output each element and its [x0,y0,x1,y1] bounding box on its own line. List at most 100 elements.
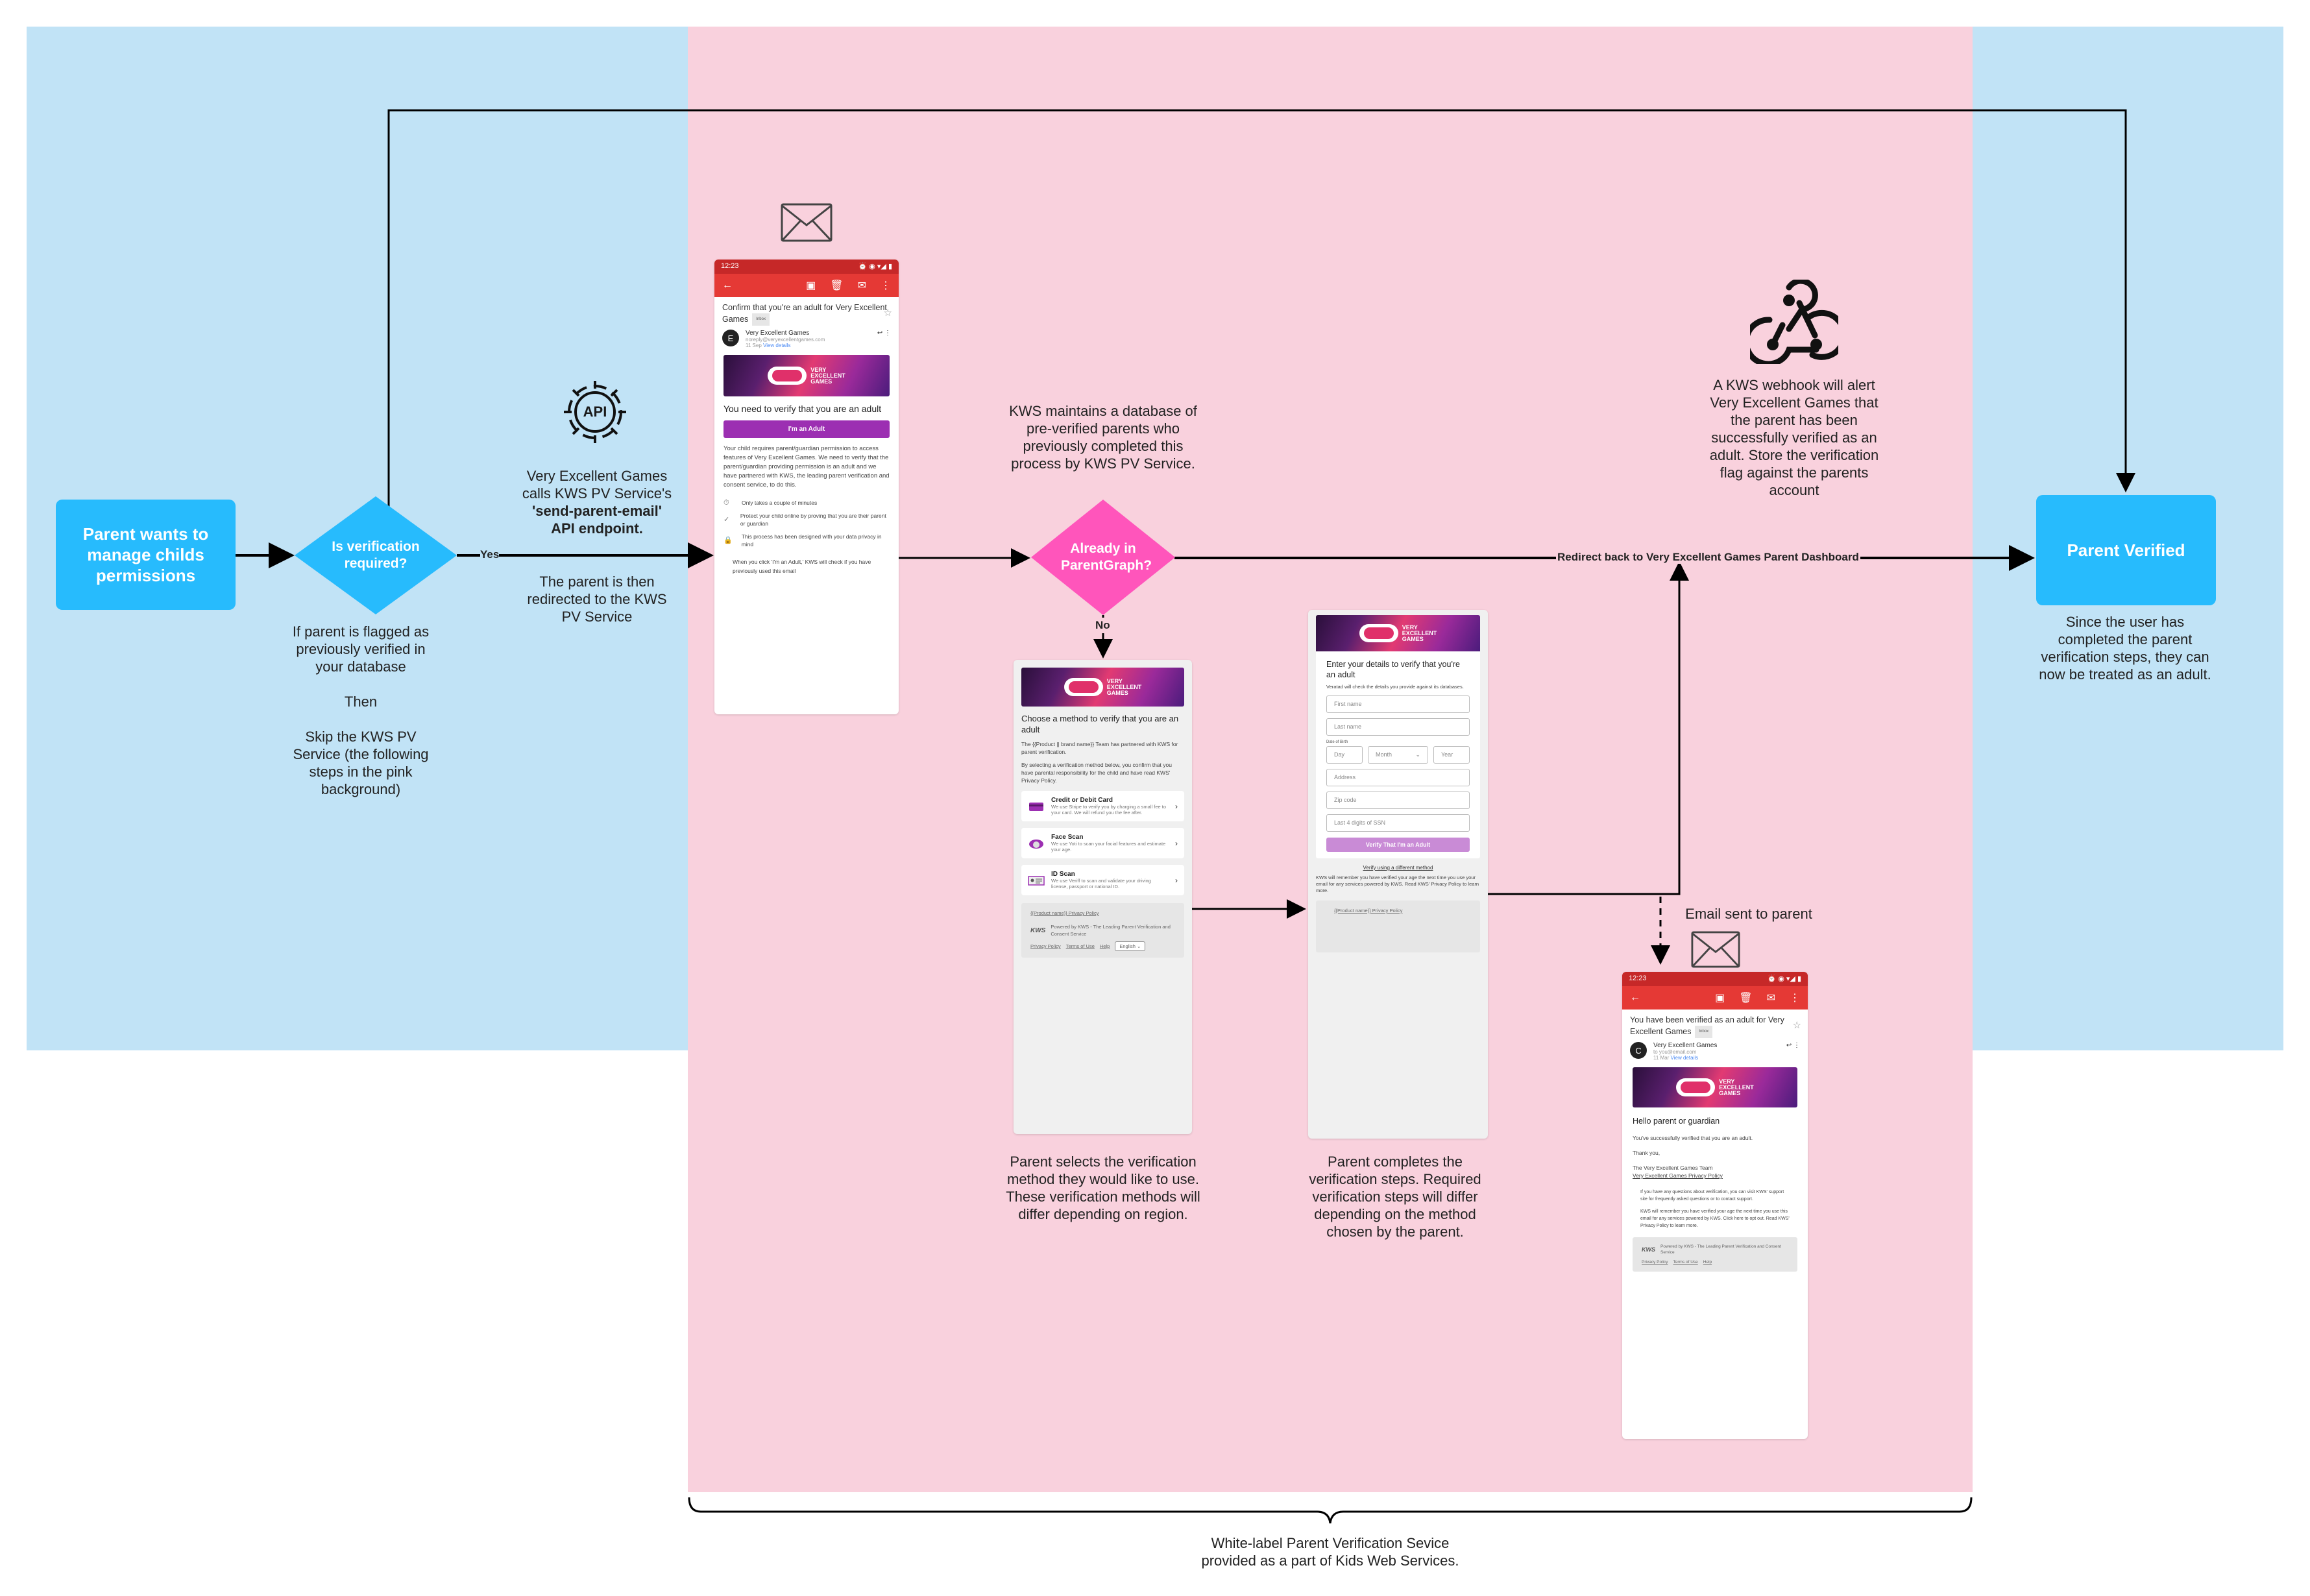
delete-icon[interactable]: 🗑 [830,280,844,291]
face-scan-icon [1029,839,1043,849]
star-icon[interactable]: ☆ [883,308,892,319]
zip-input[interactable]: Zip code [1326,792,1470,809]
api-gear-icon: API [559,376,631,448]
help-link[interactable]: Help [1703,1260,1712,1264]
mail-icon[interactable]: ✉ [857,280,866,291]
decision-already-in-parentgraph: Already in ParentGraph? [1031,500,1175,615]
kws-logo: KWS [1030,926,1046,934]
timer-icon: ⏱ [723,499,729,507]
language-select[interactable]: English ⌄ [1115,941,1146,951]
back-arrow-icon[interactable]: ← [722,280,733,291]
more-icon[interactable]: ⋮ [881,280,891,291]
view-details-link[interactable]: View details [763,343,791,348]
ssn-input[interactable]: Last 4 digits of SSN [1326,814,1470,832]
help-link[interactable]: Help [1099,943,1110,949]
email-heading: You need to verify that you are an adult [723,404,882,414]
email-subject: Confirm that you're an adult for Very Ex… [714,297,899,326]
more-icon[interactable]: ⋮ [1790,993,1800,1004]
status-icons: ⏰ ◉ ▾◢ ▮ [1767,975,1802,983]
reply-icon[interactable]: ↩ ⋮ [877,330,891,337]
last-name-input[interactable]: Last name [1326,718,1470,736]
email-sent-label: Email sent to parent [1685,906,1812,922]
redirect-label: Redirect back to Very Excellent Games Pa… [1556,551,1860,564]
id-card-icon [1028,875,1045,886]
different-method-link[interactable]: Verify using a different method [1363,865,1433,871]
reply-icon[interactable]: ↩ ⋮ [1786,1042,1800,1049]
avatar: E [722,330,739,346]
start-node-label: Parent wants to manage childs permission… [82,524,209,585]
product-privacy-link[interactable]: {{Product name}} Privacy Policy [1030,910,1099,916]
privacy-policy-link[interactable]: Privacy Policy [1030,943,1061,949]
archive-icon[interactable]: ▣ [1715,993,1725,1004]
privacy-policy-link[interactable]: Privacy Policy [1642,1260,1668,1264]
arrow-skip [387,109,2135,513]
yes-label: Yes [480,548,500,561]
decision-verification-required: Is verification required? [295,496,457,614]
chevron-right-icon: › [1175,801,1178,811]
email-subject: You have been verified as an adult for V… [1622,1010,1808,1038]
envelope-icon [781,203,833,242]
gmail-toolbar: ← ▣ 🗑 ✉ ⋮ [1622,986,1808,1010]
controller-logo-icon [1064,678,1103,696]
decision-label: Is verification required? [332,539,420,571]
kws-logo: KWS [1642,1246,1655,1253]
lock-icon: 🔒 [723,537,733,544]
inbox-badge: Inbox [1695,1026,1713,1038]
end-node-label: Parent Verified [2067,540,2185,560]
product-privacy-link[interactable]: {{Product name}} Privacy Policy [1334,908,1403,913]
back-arrow-icon[interactable]: ← [1630,992,1640,1003]
archive-icon[interactable]: ▣ [806,280,816,291]
controller-logo-icon [768,367,807,385]
email-confirm-adult-mockup: 12:23⏰ ◉ ▾◢ ▮ ← ▣ 🗑 ✉ ⋮ Confirm that you're … [714,260,899,714]
address-input[interactable]: Address [1326,769,1470,786]
controller-logo-icon [1359,624,1398,642]
dob-year-input[interactable]: Year [1433,746,1470,764]
gmail-toolbar: ← ▣ 🗑 ✉ ⋮ [714,274,899,297]
status-bar: 12:23⏰ ◉ ▾◢ ▮ [714,260,899,274]
verify-adult-button[interactable]: Verify That I'm an Adult [1326,838,1470,852]
check-circle-icon: ✓ [723,516,730,524]
end-node-parent-verified: Parent Verified [2036,495,2216,605]
kws-footer: {{Product name}} Privacy Policy [1316,901,1480,952]
mail-icon[interactable]: ✉ [1766,993,1775,1004]
vegames-privacy-link[interactable]: Very Excellent Games Privacy Policy [1633,1172,1723,1179]
no-label: No [1095,618,1110,633]
view-details-link[interactable]: View details [1670,1055,1699,1061]
terms-link[interactable]: Terms of Use [1065,943,1095,949]
star-icon[interactable]: ☆ [1792,1020,1801,1031]
start-node: Parent wants to manage childs permission… [56,500,236,610]
delete-icon[interactable]: 🗑 [1739,993,1753,1004]
arrow-form-to-redirect [1488,561,1689,895]
terms-link[interactable]: Terms of Use [1673,1260,1698,1264]
envelope-icon [1691,931,1740,968]
status-bar: 12:23⏰ ◉ ▾◢ ▮ [1622,972,1808,986]
chevron-right-icon: › [1175,838,1178,848]
chevron-right-icon: › [1175,875,1178,885]
first-name-input[interactable]: First name [1326,695,1470,713]
dob-month-select[interactable]: Month ⌄ [1368,746,1428,764]
bracket [688,1497,1973,1524]
status-icons: ⏰ ◉ ▾◢ ▮ [858,263,893,271]
email-verified-mockup: 12:23⏰ ◉ ▾◢ ▮ ← ▣ 🗑 ✉ ⋮ You have been verifi… [1622,972,1808,1439]
dob-day-input[interactable]: Day [1326,746,1363,764]
api-icon-label: API [583,404,607,420]
decision-label: Already in ParentGraph? [1061,541,1152,573]
im-an-adult-button[interactable]: I'm an Adult [723,420,890,438]
controller-logo-icon [1676,1078,1716,1096]
